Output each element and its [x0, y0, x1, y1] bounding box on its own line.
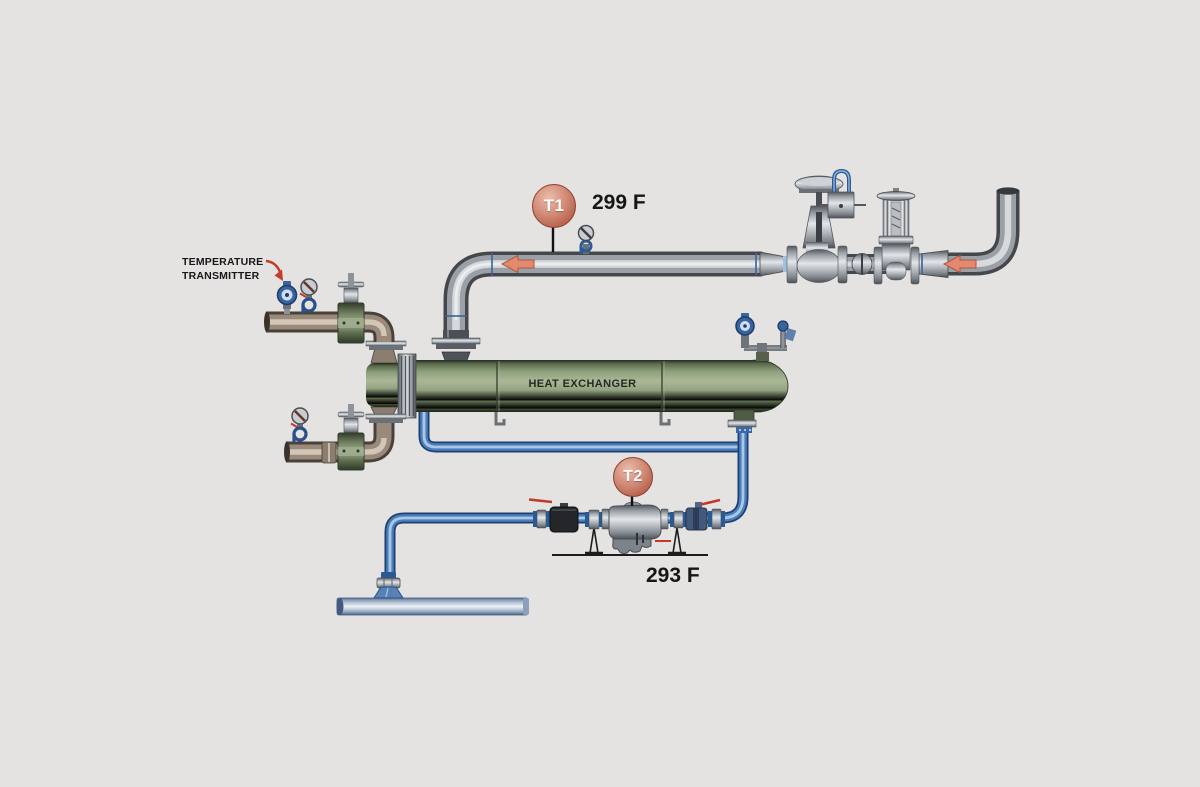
union-fitting	[711, 508, 722, 530]
vessel-bracket	[659, 412, 671, 426]
valve-lever	[698, 498, 721, 507]
pressure-gauge	[290, 407, 309, 443]
vessel-bracket	[494, 412, 506, 426]
valve-stem	[890, 201, 902, 237]
root-valve-icon	[777, 320, 789, 332]
vessel-shell	[414, 360, 758, 412]
channel-flange	[397, 353, 417, 419]
steam-trap-assembly	[528, 498, 725, 556]
flange	[727, 419, 757, 428]
annotation-marks	[265, 226, 634, 506]
reducer	[759, 251, 787, 277]
valve-lever	[528, 498, 553, 504]
annotation-arrow	[265, 259, 282, 273]
flange	[873, 246, 883, 285]
heat-exchanger-label: HEAT EXCHANGER	[528, 378, 637, 390]
flow-arrow-left-icon	[500, 254, 535, 274]
t2-reading: 293 F	[646, 564, 700, 587]
pipe-end-cap	[523, 598, 529, 615]
union-fitting	[673, 510, 684, 529]
flow-arrow-left-icon	[942, 254, 977, 274]
union-fitting	[536, 509, 547, 529]
pipe-open-end	[336, 598, 344, 615]
support-leg	[589, 527, 599, 554]
control-valve	[786, 168, 873, 284]
pipe-open-end	[996, 187, 1020, 195]
vessel-instrument-tree	[735, 313, 797, 361]
union-fitting	[588, 509, 600, 530]
support-leg	[672, 527, 682, 554]
flange	[365, 413, 407, 420]
sensor-badge-t1: T1	[532, 184, 576, 228]
drain-pipe	[336, 597, 529, 616]
handwheel	[876, 191, 916, 201]
label-line-2: TRANSMITTER	[182, 269, 260, 282]
condensate-piping	[384, 404, 749, 584]
steam-supply-line	[443, 187, 1020, 344]
bonnet	[878, 235, 914, 245]
label-line-1: TEMPERATURE	[182, 256, 264, 268]
pressure-gauge	[299, 278, 318, 313]
steam-trap-body	[608, 504, 662, 540]
pipe-open-end	[284, 441, 290, 463]
flange	[786, 245, 798, 284]
pipe-sensor	[577, 224, 595, 254]
channel-head	[366, 363, 400, 407]
process-line-upper	[264, 273, 395, 344]
drain-header	[336, 572, 529, 616]
process-valve	[337, 273, 365, 344]
steam-trap-skirt	[612, 538, 652, 554]
valve-body	[796, 249, 842, 283]
temperature-transmitter-instrument	[276, 281, 298, 314]
flange	[431, 337, 481, 345]
isolation-valve	[549, 506, 579, 533]
bell-reducer	[373, 586, 404, 599]
flange	[910, 246, 920, 285]
process-line-lower	[284, 404, 395, 471]
heat-exchanger	[365, 313, 797, 433]
sensor-badge-t2: T2	[613, 457, 653, 497]
process-valve	[337, 404, 365, 471]
gate-valve	[873, 188, 920, 285]
flange	[837, 245, 848, 284]
pipe-collar	[381, 572, 396, 579]
pipe-open-end	[264, 311, 270, 333]
outlet-nozzle	[733, 409, 755, 422]
t1-reading: 299 F	[592, 191, 646, 214]
